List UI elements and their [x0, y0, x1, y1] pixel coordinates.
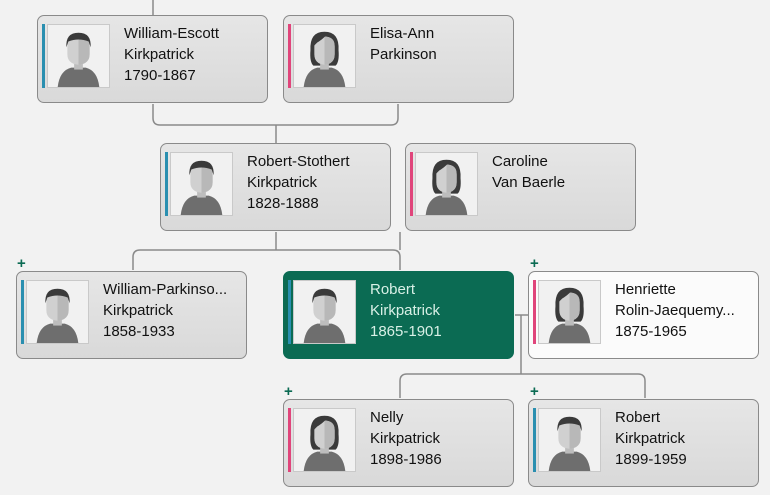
gender-bar	[21, 280, 24, 344]
gender-bar	[42, 24, 45, 88]
expand-plus-icon[interactable]: +	[530, 255, 539, 272]
male-avatar-icon	[26, 280, 89, 344]
person-last-name: Kirkpatrick	[247, 174, 318, 191]
person-card-robert-child[interactable]: Robert Kirkpatrick 1899-1959	[528, 399, 759, 487]
gender-bar	[533, 280, 536, 344]
person-last-name: Kirkpatrick	[370, 302, 441, 319]
person-lifespan: 1858-1933	[103, 323, 175, 340]
male-avatar-icon	[293, 280, 356, 344]
person-first-name: Nelly	[370, 409, 404, 426]
person-first-name: William-Escott	[124, 25, 220, 42]
person-last-name: Kirkpatrick	[615, 430, 686, 447]
person-card-nelly[interactable]: Nelly Kirkpatrick 1898-1986	[283, 399, 514, 487]
person-first-name: Robert	[615, 409, 661, 426]
person-first-name: Elisa-Ann	[370, 25, 435, 42]
person-card-william-escott[interactable]: William-Escott Kirkpatrick 1790-1867	[37, 15, 268, 103]
person-first-name: Henriette	[615, 281, 676, 298]
person-lifespan: 1828-1888	[247, 195, 319, 212]
female-avatar-icon	[293, 408, 356, 472]
male-avatar-icon	[47, 24, 110, 88]
person-card-caroline[interactable]: Caroline Van Baerle	[405, 143, 636, 231]
person-first-name: Robert	[370, 281, 416, 298]
expand-plus-icon[interactable]: +	[284, 383, 293, 400]
gender-bar	[288, 24, 291, 88]
person-first-name: Robert-Stothert	[247, 153, 350, 170]
person-last-name: Van Baerle	[492, 174, 566, 191]
person-lifespan: 1898-1986	[370, 451, 442, 468]
person-lifespan: 1865-1901	[370, 323, 442, 340]
gender-bar	[288, 280, 291, 344]
person-last-name: Rolin-Jaequemy...	[615, 302, 735, 319]
person-lifespan: 1790-1867	[124, 67, 196, 84]
person-card-william-parkinson[interactable]: William-Parkinso... Kirkpatrick 1858-193…	[16, 271, 247, 359]
gender-bar	[288, 408, 291, 472]
person-last-name: Kirkpatrick	[370, 430, 441, 447]
male-avatar-icon	[170, 152, 233, 216]
gender-bar	[533, 408, 536, 472]
female-avatar-icon	[538, 280, 601, 344]
gender-bar	[165, 152, 168, 216]
person-last-name: Parkinson	[370, 46, 437, 63]
female-avatar-icon	[415, 152, 478, 216]
expand-plus-icon[interactable]: +	[17, 255, 26, 272]
male-avatar-icon	[538, 408, 601, 472]
expand-plus-icon[interactable]: +	[530, 383, 539, 400]
person-card-elisa-ann[interactable]: Elisa-Ann Parkinson	[283, 15, 514, 103]
person-lifespan: 1899-1959	[615, 451, 687, 468]
person-card-henriette[interactable]: Henriette Rolin-Jaequemy... 1875-1965	[528, 271, 759, 359]
person-card-robert-stothert[interactable]: Robert-Stothert Kirkpatrick 1828-1888	[160, 143, 391, 231]
female-avatar-icon	[293, 24, 356, 88]
person-first-name: Caroline	[492, 153, 548, 170]
person-last-name: Kirkpatrick	[103, 302, 174, 319]
gender-bar	[410, 152, 413, 216]
person-last-name: Kirkpatrick	[124, 46, 195, 63]
person-card-robert[interactable]: Robert Kirkpatrick 1865-1901	[283, 271, 514, 359]
person-first-name: William-Parkinso...	[103, 281, 228, 298]
person-lifespan: 1875-1965	[615, 323, 687, 340]
